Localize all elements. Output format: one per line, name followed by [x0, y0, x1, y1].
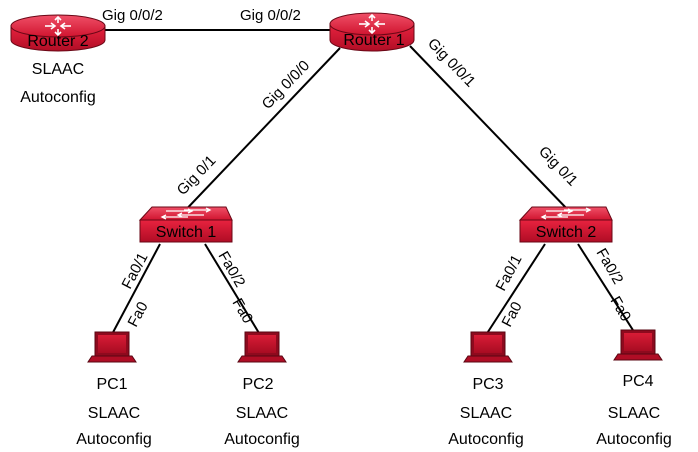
laptop-icon	[613, 329, 663, 361]
pc-2-note-line2: Autoconfig	[224, 431, 300, 448]
switch-icon	[138, 206, 233, 243]
link-s2-pc4	[577, 243, 639, 339]
laptop-icon	[237, 331, 287, 363]
router-2[interactable]: Router 2	[10, 14, 106, 52]
switch-2-label: Switch 2	[536, 224, 597, 241]
laptop-icon	[463, 331, 513, 363]
pc-2-label: PC2	[242, 376, 273, 393]
pc-4-note-line1: SLAAC	[608, 405, 660, 422]
pc-4[interactable]	[613, 329, 663, 361]
pc-4-note-line2: Autoconfig	[596, 431, 672, 448]
links	[100, 29, 639, 339]
pc-3-note-line2: Autoconfig	[448, 431, 524, 448]
link-r1-s1	[177, 47, 341, 219]
pc-4-label: PC4	[622, 373, 653, 390]
port-label: Gig 0/1	[174, 152, 220, 199]
router-2-note-line2: Autoconfig	[20, 89, 96, 106]
router-1[interactable]: Router 1	[329, 12, 415, 52]
link-s2-pc3	[483, 243, 546, 339]
pc-2[interactable]	[237, 331, 287, 363]
router-icon	[329, 12, 415, 52]
port-label: Fa0	[499, 299, 526, 330]
pc-3-note-line1: SLAAC	[460, 405, 512, 422]
router-2-note-line1: SLAAC	[32, 61, 84, 78]
pc-1-label: PC1	[96, 376, 127, 393]
router-1-label: Router 1	[343, 32, 404, 49]
port-label: Gig 0/0/2	[240, 7, 301, 24]
link-s1-pc2	[204, 243, 263, 339]
pc-3[interactable]	[463, 331, 513, 363]
switch-1[interactable]: Switch 1	[138, 206, 233, 243]
port-label: Gig 0/0/1	[424, 35, 479, 91]
pc-1-note-line2: Autoconfig	[76, 431, 152, 448]
switch-icon	[518, 206, 613, 243]
port-label: Fa0	[607, 294, 635, 325]
port-label: Fa0/2	[593, 246, 627, 288]
switch-1-label: Switch 1	[156, 224, 217, 241]
link-s1-pc1	[109, 243, 161, 339]
router-2-label: Router 2	[27, 33, 88, 50]
pc-1-note-line1: SLAAC	[88, 405, 140, 422]
pc-1[interactable]	[87, 331, 137, 363]
switch-2[interactable]: Switch 2	[518, 206, 613, 243]
laptop-icon	[87, 331, 137, 363]
pc-3-label: PC3	[472, 376, 503, 393]
port-label: Fa0/1	[493, 252, 526, 294]
pc-2-note-line1: SLAAC	[236, 405, 288, 422]
port-label: Gig 0/0/2	[102, 7, 163, 24]
router-icon	[10, 14, 106, 52]
link-r1-s2	[409, 45, 571, 213]
